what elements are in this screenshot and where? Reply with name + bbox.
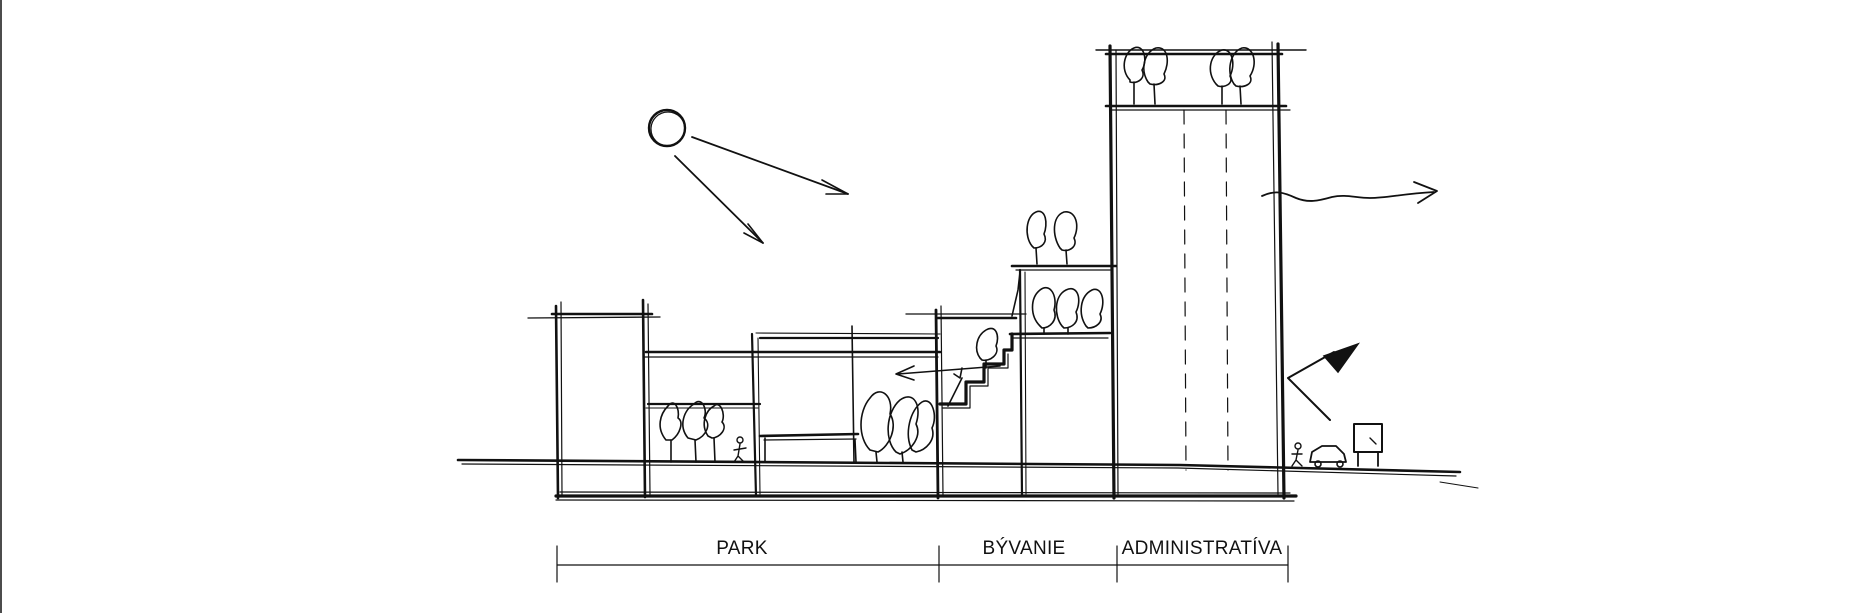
zone-label-administration: ADMINISTRATÍVA <box>1122 538 1283 559</box>
tree-icon <box>1209 49 1234 105</box>
office-tower <box>1095 41 1307 500</box>
reflection-arrow-icon <box>1287 342 1360 421</box>
tree-icon <box>1053 211 1078 265</box>
left-building-block <box>527 298 661 500</box>
basement-slab <box>554 491 1298 502</box>
ground-line <box>456 458 1479 489</box>
tree-icon <box>1031 286 1056 335</box>
sun-ray-arrow <box>674 155 764 244</box>
tree-icon <box>703 403 725 463</box>
zone-label-park: PARK <box>716 538 768 559</box>
tree-icon <box>1026 210 1047 265</box>
tree-icon <box>682 400 709 463</box>
park-pavilion <box>643 325 942 498</box>
wind-arrow-icon <box>1261 181 1438 204</box>
tree-icon <box>907 400 936 453</box>
tram-stop-icon <box>1353 423 1383 467</box>
tree-icon <box>659 402 682 463</box>
person-icon <box>733 436 747 463</box>
sun-ray-arrow <box>691 136 849 195</box>
tree-icon <box>1080 288 1104 329</box>
tree-icon <box>1143 47 1169 105</box>
tree-icon <box>975 327 999 369</box>
person-icon <box>1291 442 1303 467</box>
tree-icon <box>887 396 919 463</box>
tree-icon <box>1123 46 1146 105</box>
view-arrow-icon <box>895 365 1001 407</box>
car-icon <box>1309 445 1347 468</box>
zone-dimension-line <box>556 545 1289 583</box>
housing-building <box>905 264 1118 500</box>
tree-icon <box>1055 287 1080 335</box>
tree-icon <box>1229 47 1255 105</box>
zone-label-housing: BÝVANIE <box>982 538 1065 559</box>
stepped-terraces <box>938 332 1014 409</box>
sun-icon <box>647 108 687 148</box>
